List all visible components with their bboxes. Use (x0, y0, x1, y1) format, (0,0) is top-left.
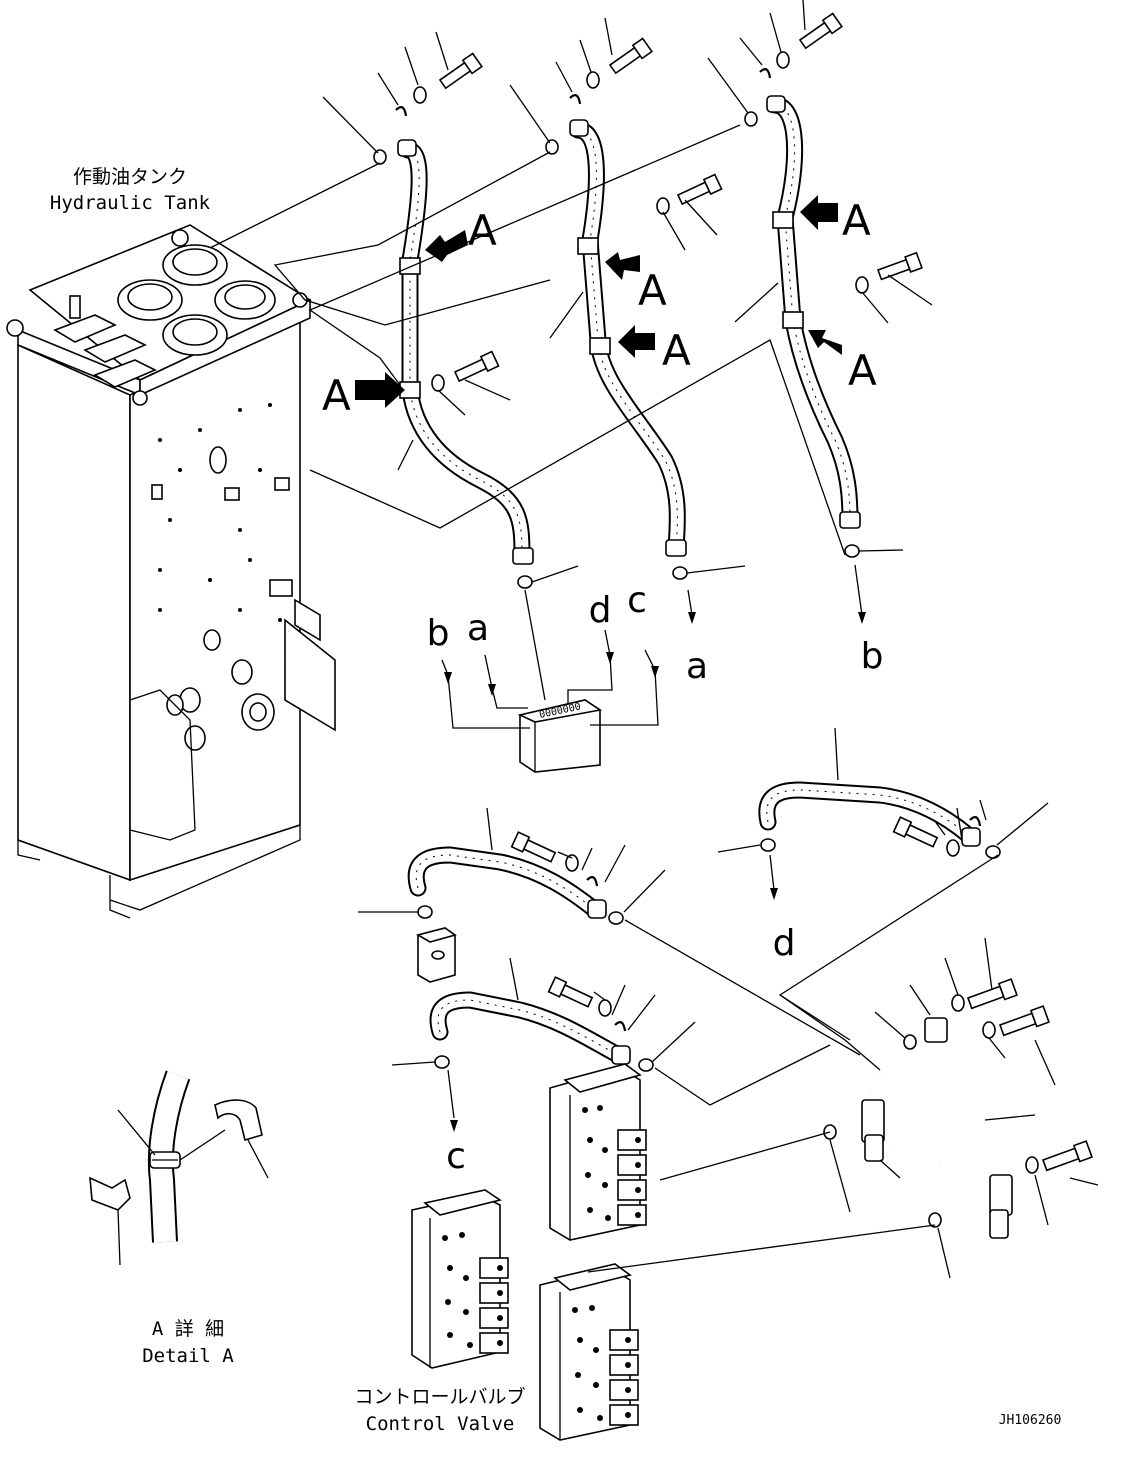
hose-5 (407, 831, 624, 925)
callout-a: a (467, 608, 489, 649)
small-arrowheads (444, 612, 866, 1132)
bolts-washers (373, 12, 923, 589)
callout-d: d (589, 590, 612, 631)
callout-d: d (773, 923, 796, 964)
hose-2 (569, 119, 687, 557)
lower-leader-lines (358, 727, 1049, 1119)
hydraulic-tank (6, 224, 336, 919)
callout-A: A (638, 266, 667, 315)
leader-lines (209, 0, 933, 701)
detail-a-label-jp: A 詳 細 (152, 1318, 224, 1340)
callout-A: A (662, 326, 691, 375)
hose-6 (429, 976, 654, 1072)
hose-4 (758, 781, 1001, 859)
callout-A: A (848, 346, 877, 395)
hydraulic-tank-label-en: Hydraulic Tank (50, 192, 211, 214)
detail-a-arrows (355, 195, 842, 408)
callout-b: b (427, 613, 450, 654)
control-valve-lower-left (411, 1189, 509, 1369)
small-fitting (415, 927, 457, 983)
callout-a: a (686, 646, 708, 687)
tube-assembly (779, 937, 1099, 1279)
detail-a-label-en: Detail A (142, 1345, 234, 1367)
callout-A-labels: A A A A A A (322, 196, 877, 420)
hose-3 (766, 95, 861, 529)
hose-1 (397, 139, 534, 565)
callout-A: A (322, 371, 351, 420)
hydraulic-tank-label-jp: 作動油タンク (73, 166, 187, 188)
callout-A: A (468, 206, 497, 255)
callout-c: c (627, 580, 647, 621)
callout-b: b (861, 636, 884, 677)
control-valve-label-en: Control Valve (366, 1413, 515, 1435)
control-valve-upper (549, 1063, 647, 1241)
callout-A: A (842, 196, 871, 245)
drawing-id: JH106260 (999, 1413, 1062, 1428)
control-valve-lower-right (539, 1131, 936, 1441)
callout-c: c (446, 1136, 466, 1177)
control-valve-label-jp: コントロールバルブ (354, 1385, 525, 1408)
detail-a-illustration (89, 1070, 269, 1266)
